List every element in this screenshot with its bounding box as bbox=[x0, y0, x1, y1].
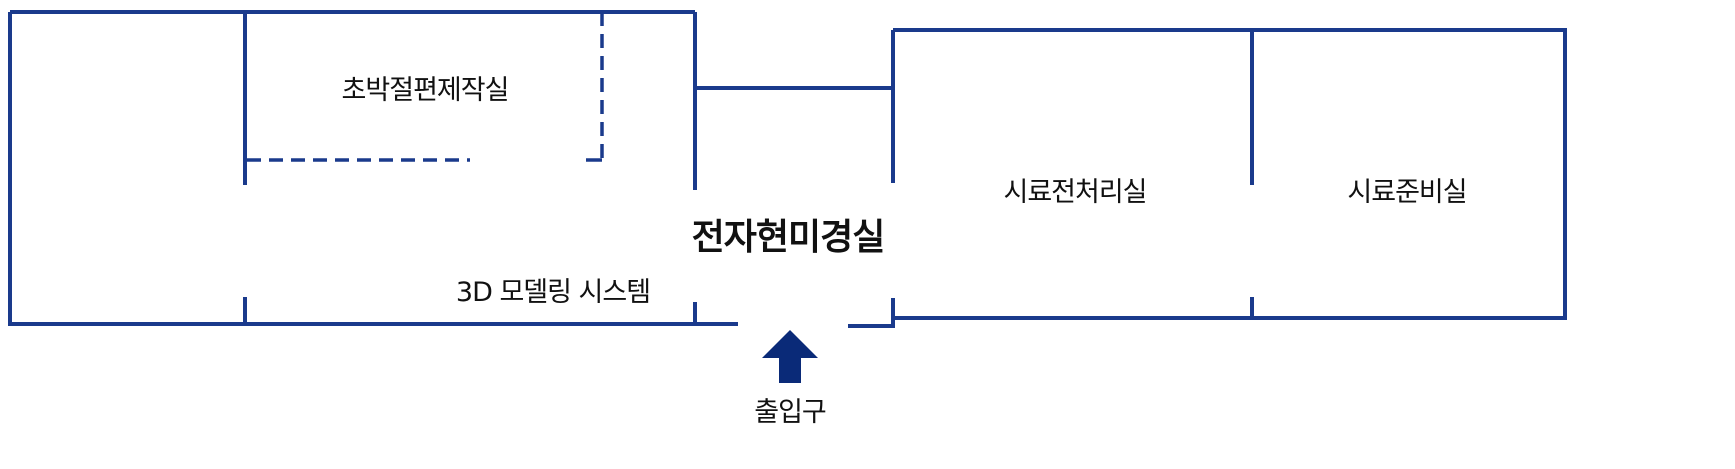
room-label-preparation: 시료준비실 bbox=[1347, 177, 1467, 208]
wall-right-block bbox=[848, 28, 1567, 328]
room-label-pretreatment: 시료전처리실 bbox=[1003, 177, 1147, 208]
dashed-room-boundary bbox=[247, 12, 604, 162]
entrance-label: 출입구 bbox=[754, 397, 827, 428]
arrow-up-icon bbox=[762, 330, 818, 383]
room-label-main: 전자현미경실 bbox=[691, 217, 886, 258]
wall-left-block bbox=[8, 10, 738, 326]
room-label-ultramicrotome: 초박절편제작실 bbox=[341, 75, 510, 106]
room-label-modeling: 3D 모델링 시스템 bbox=[455, 277, 651, 308]
